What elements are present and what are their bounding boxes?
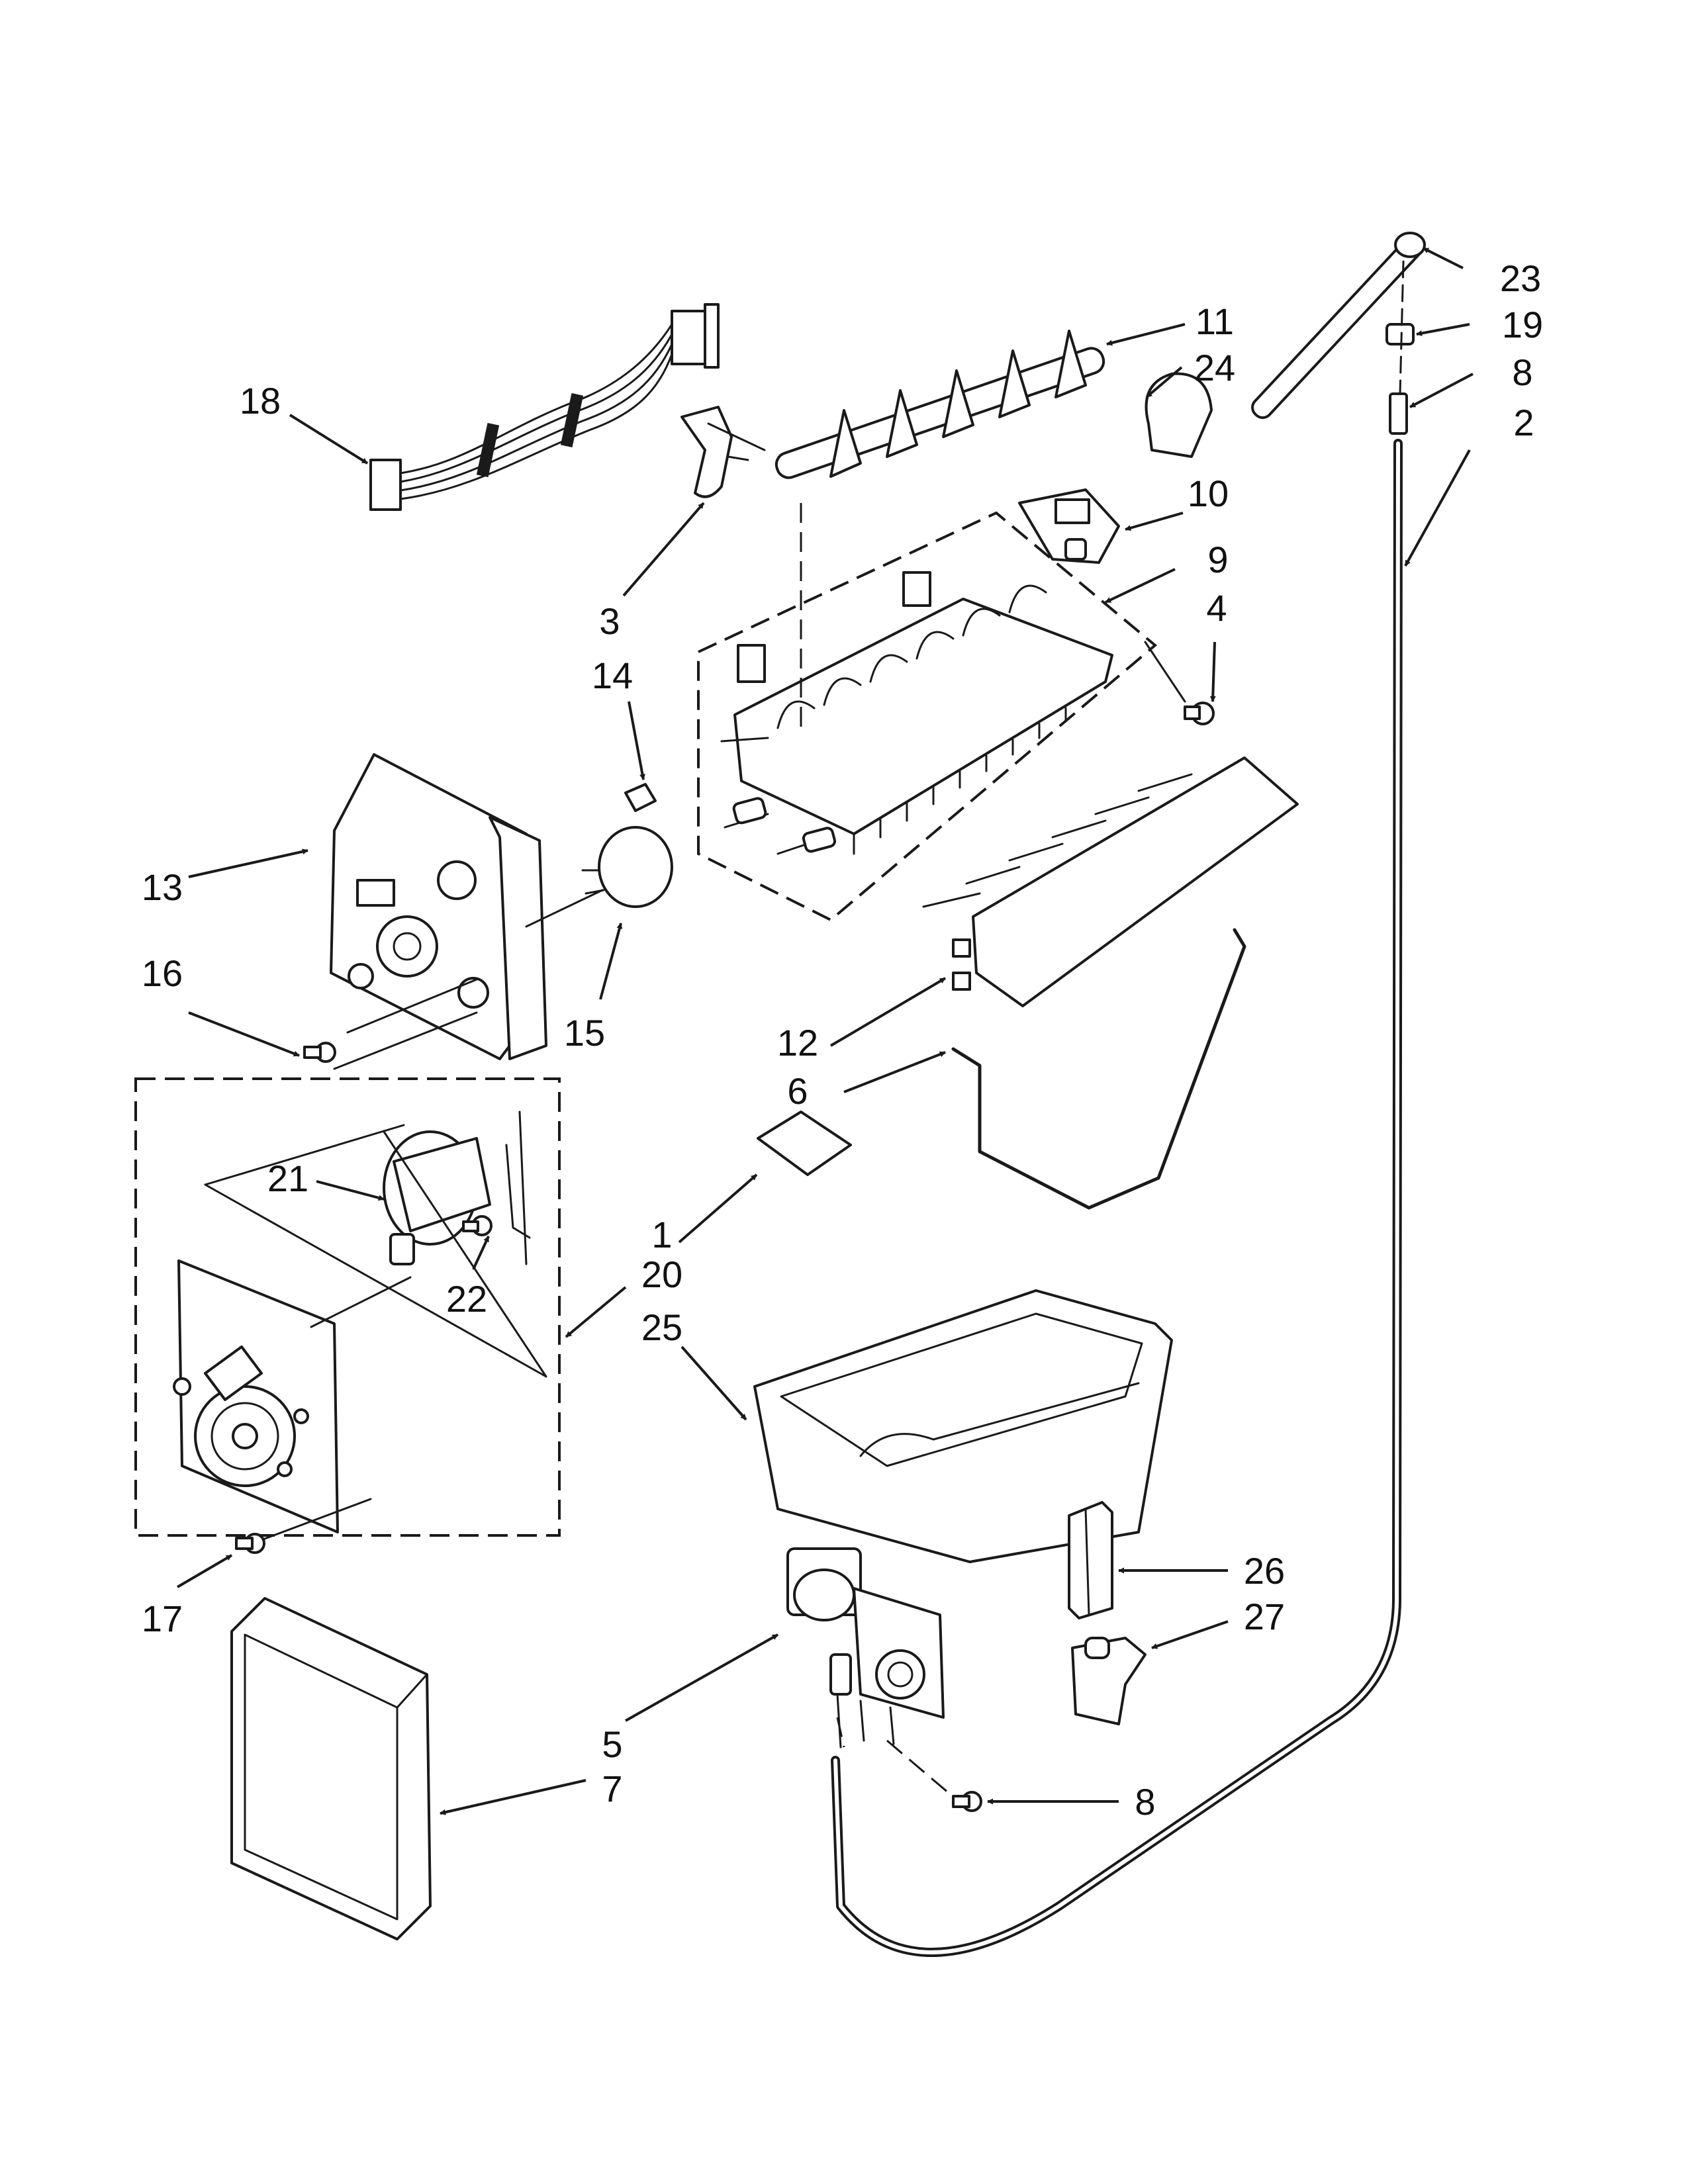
shim	[757, 1111, 852, 1176]
callout-7: 7	[602, 1768, 622, 1809]
grommet	[1385, 323, 1415, 345]
housing-screw	[303, 1042, 336, 1063]
tube-clamp	[1071, 1637, 1147, 1725]
callout-23: 23	[1500, 257, 1541, 299]
callout-16: 16	[142, 952, 183, 994]
callout-3: 3	[599, 600, 620, 642]
leader-arrows	[176, 247, 1474, 1815]
valve-screw	[952, 1791, 982, 1812]
shutoff-arm	[951, 928, 1246, 1210]
gear-housing	[330, 753, 547, 1060]
fill-cup	[1018, 488, 1120, 564]
callout-1: 1	[651, 1214, 672, 1255]
callout-2: 2	[1513, 402, 1534, 443]
ice-bin	[753, 1289, 1173, 1563]
stripper	[922, 756, 1299, 1007]
callout-5: 5	[602, 1723, 622, 1765]
callout-8-valve-screw: 8	[1135, 1781, 1155, 1823]
callout-4: 4	[1206, 587, 1227, 629]
callout-12: 12	[777, 1022, 818, 1064]
callout-17: 17	[142, 1598, 183, 1639]
callout-18: 18	[240, 380, 281, 422]
water-tube-inner	[833, 441, 1400, 1954]
fill-tube	[1251, 232, 1426, 420]
ice-maker-assembly-boundary	[697, 511, 1158, 922]
callout-27: 27	[1244, 1596, 1285, 1637]
control-module	[173, 1259, 339, 1533]
assembly-lines	[204, 422, 1186, 1798]
tube-axis	[1399, 260, 1405, 395]
callout-14: 14	[592, 655, 633, 696]
tube-sleeve	[1389, 392, 1408, 435]
callout-13: 13	[142, 866, 183, 908]
thermostat-clip	[624, 783, 657, 812]
callout-26: 26	[1244, 1550, 1285, 1592]
callout-24: 24	[1194, 347, 1235, 388]
tube-clip	[1068, 1501, 1113, 1619]
module-screw	[235, 1533, 265, 1554]
front-cover	[230, 1597, 432, 1940]
mold-terminals	[720, 737, 837, 855]
callout-15: 15	[564, 1012, 605, 1054]
callout-25: 25	[641, 1306, 682, 1348]
callout-19: 19	[1502, 304, 1543, 345]
callout-8-top: 8	[1512, 351, 1532, 393]
motor-screw	[462, 1215, 492, 1236]
callout-20: 20	[641, 1253, 682, 1295]
ice-mold	[733, 571, 1113, 855]
callout-10: 10	[1188, 473, 1229, 514]
callout-11: 11	[1196, 300, 1234, 342]
mold-screw	[1184, 702, 1215, 725]
module-assembly-boundary	[134, 1077, 561, 1537]
thermostat	[581, 826, 673, 908]
callout-6: 6	[787, 1070, 808, 1112]
ejector-shaft	[774, 330, 1105, 479]
callout-9: 9	[1207, 539, 1228, 580]
water-valve	[786, 1547, 945, 1749]
callout-labels: 1 2 3 4 5 6 7 8 8 8 9 10 11 12 13 14 15 …	[142, 257, 1543, 1823]
motor	[383, 1130, 491, 1265]
callout-21: 21	[267, 1158, 308, 1199]
callout-22: 22	[446, 1278, 487, 1320]
wire-harness	[369, 303, 720, 511]
motor-leads	[505, 1111, 531, 1265]
harness-bracket	[680, 406, 733, 498]
